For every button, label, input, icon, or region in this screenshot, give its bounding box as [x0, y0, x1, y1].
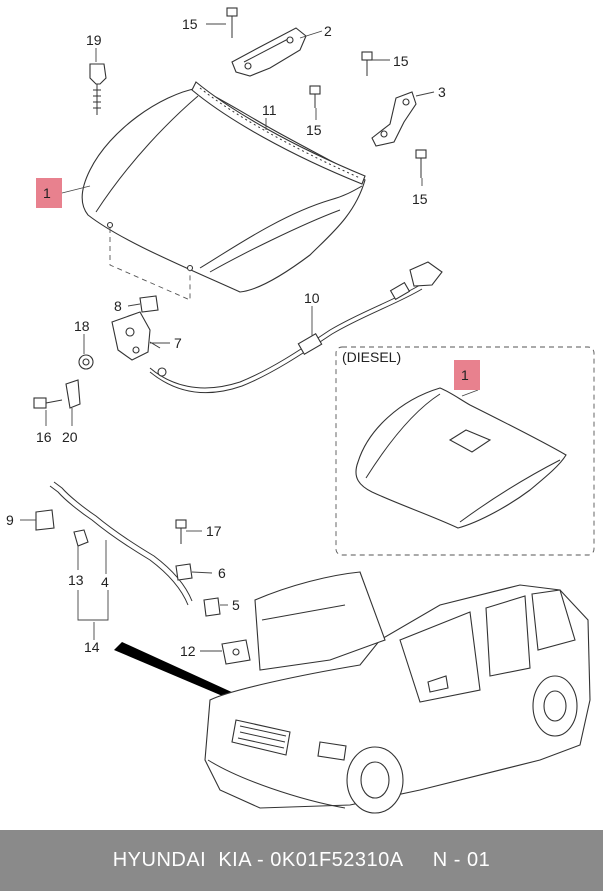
callout-15-d: 15: [412, 191, 428, 207]
hood-hinge-right: [231, 27, 307, 77]
clip-20: [65, 379, 81, 409]
bracket-14: [77, 590, 109, 621]
footer-bar: HYUNDAI KIA - 0K01F52310A N - 01: [0, 830, 603, 891]
callout-19: 19: [86, 32, 102, 48]
callout-1-diesel: 1: [461, 367, 469, 383]
callout-6: 6: [218, 565, 226, 581]
screw-17: [175, 519, 187, 544]
callout-11: 11: [262, 102, 277, 118]
bracket-12: [221, 639, 251, 665]
hood-bumper: [139, 295, 159, 313]
hood-weatherstrip: [191, 81, 366, 185]
nut-18: [78, 354, 94, 370]
callout-2: 2: [324, 23, 332, 39]
callout-7: 7: [174, 335, 182, 351]
hood-panel: [81, 87, 366, 293]
diesel-hood: [355, 387, 567, 529]
clip-19: [89, 63, 107, 115]
location-pointer: [114, 642, 236, 700]
callout-15-c: 15: [393, 53, 409, 69]
callout-14: 14: [84, 639, 100, 655]
hinge3-bolt-top: [361, 51, 373, 76]
callout-13: 13: [68, 572, 84, 588]
bolt-16: [33, 397, 63, 409]
hood-latch: [111, 311, 161, 361]
callout-12: 12: [180, 643, 196, 659]
callout-10: 10: [304, 290, 320, 306]
callout-3: 3: [438, 84, 446, 100]
callout-16: 16: [36, 429, 52, 445]
callout-15-a: 15: [182, 16, 198, 32]
callout-20: 20: [62, 429, 78, 445]
hood-hinge-left: [371, 91, 417, 147]
clip-6: [175, 563, 193, 581]
release-cable: [149, 261, 443, 394]
callout-5: 5: [232, 597, 240, 613]
hood-stay-rod: [49, 481, 193, 606]
callout-18: 18: [74, 318, 90, 334]
leader-lines: [20, 23, 479, 652]
vehicle-illustration: [204, 571, 591, 814]
callout-1: 1: [43, 185, 51, 201]
holder-5: [203, 597, 221, 617]
callout-8: 8: [114, 298, 122, 314]
hinge-bolt-lower: [309, 85, 321, 108]
grommet-13: [73, 529, 89, 547]
diagram-canvas: 1 1 15 2 15 15 3 15 19 11 8 10 7 18 16 2…: [6, 7, 595, 814]
footer-text: HYUNDAI KIA - 0K01F52310A N - 01: [112, 849, 491, 871]
callout-15-b: 15: [306, 122, 322, 138]
hinge-bolt-top: [226, 7, 238, 38]
callout-17: 17: [206, 523, 222, 539]
diesel-inset-title: (DIESEL): [342, 349, 401, 365]
clip-9: [35, 509, 55, 531]
diesel-inset-box: [335, 346, 595, 556]
highlight-part-1-diesel: [454, 360, 480, 390]
hood-dashed-guide: [109, 228, 191, 301]
callout-4: 4: [101, 574, 109, 590]
hinge3-bolt-lower: [415, 149, 427, 178]
highlight-part-1: [36, 178, 62, 208]
callout-9: 9: [6, 512, 14, 528]
